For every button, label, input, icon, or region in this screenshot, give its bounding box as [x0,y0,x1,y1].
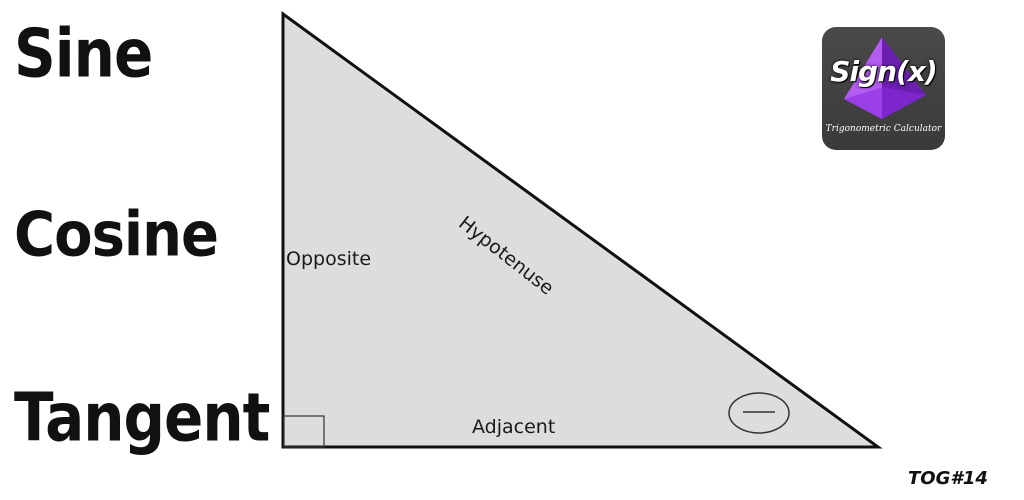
angle-symbol-circle [728,392,790,434]
cosine-word: Cosine [14,199,219,271]
tag-label: TOG#14 [908,468,988,489]
sine-word: Sine [14,14,153,93]
tangent-word: Tangent [14,378,270,457]
pyramid-icon [844,37,926,119]
app-title: Sign(x) [830,55,937,88]
right-triangle [281,11,883,449]
right-angle-marker [283,415,325,448]
app-subtitle: Trigonometric Calculator [825,124,942,134]
opposite-label: Opposite [286,248,372,270]
app-logo: Sign(x) Trigonometric Calculator [822,27,945,150]
adjacent-label: Adjacent [472,416,556,438]
